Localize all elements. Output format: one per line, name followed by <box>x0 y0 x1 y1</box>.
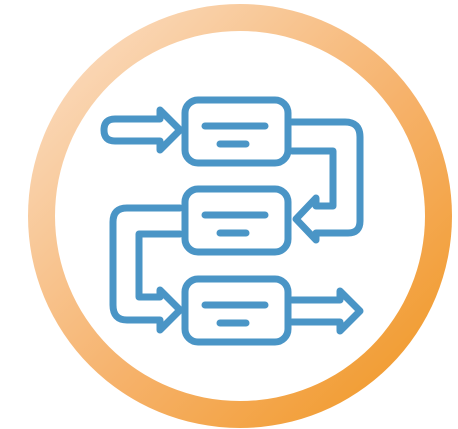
process-step-2 <box>181 185 292 256</box>
entry-arrow-icon <box>100 106 184 154</box>
process-flow-diagram <box>100 96 364 346</box>
process-step-3 <box>181 275 292 346</box>
connector-arrow-1-icon <box>288 118 364 244</box>
exit-arrow-icon <box>288 287 364 335</box>
process-step-1 <box>181 96 292 167</box>
connector-arrow-2-icon <box>109 204 184 334</box>
